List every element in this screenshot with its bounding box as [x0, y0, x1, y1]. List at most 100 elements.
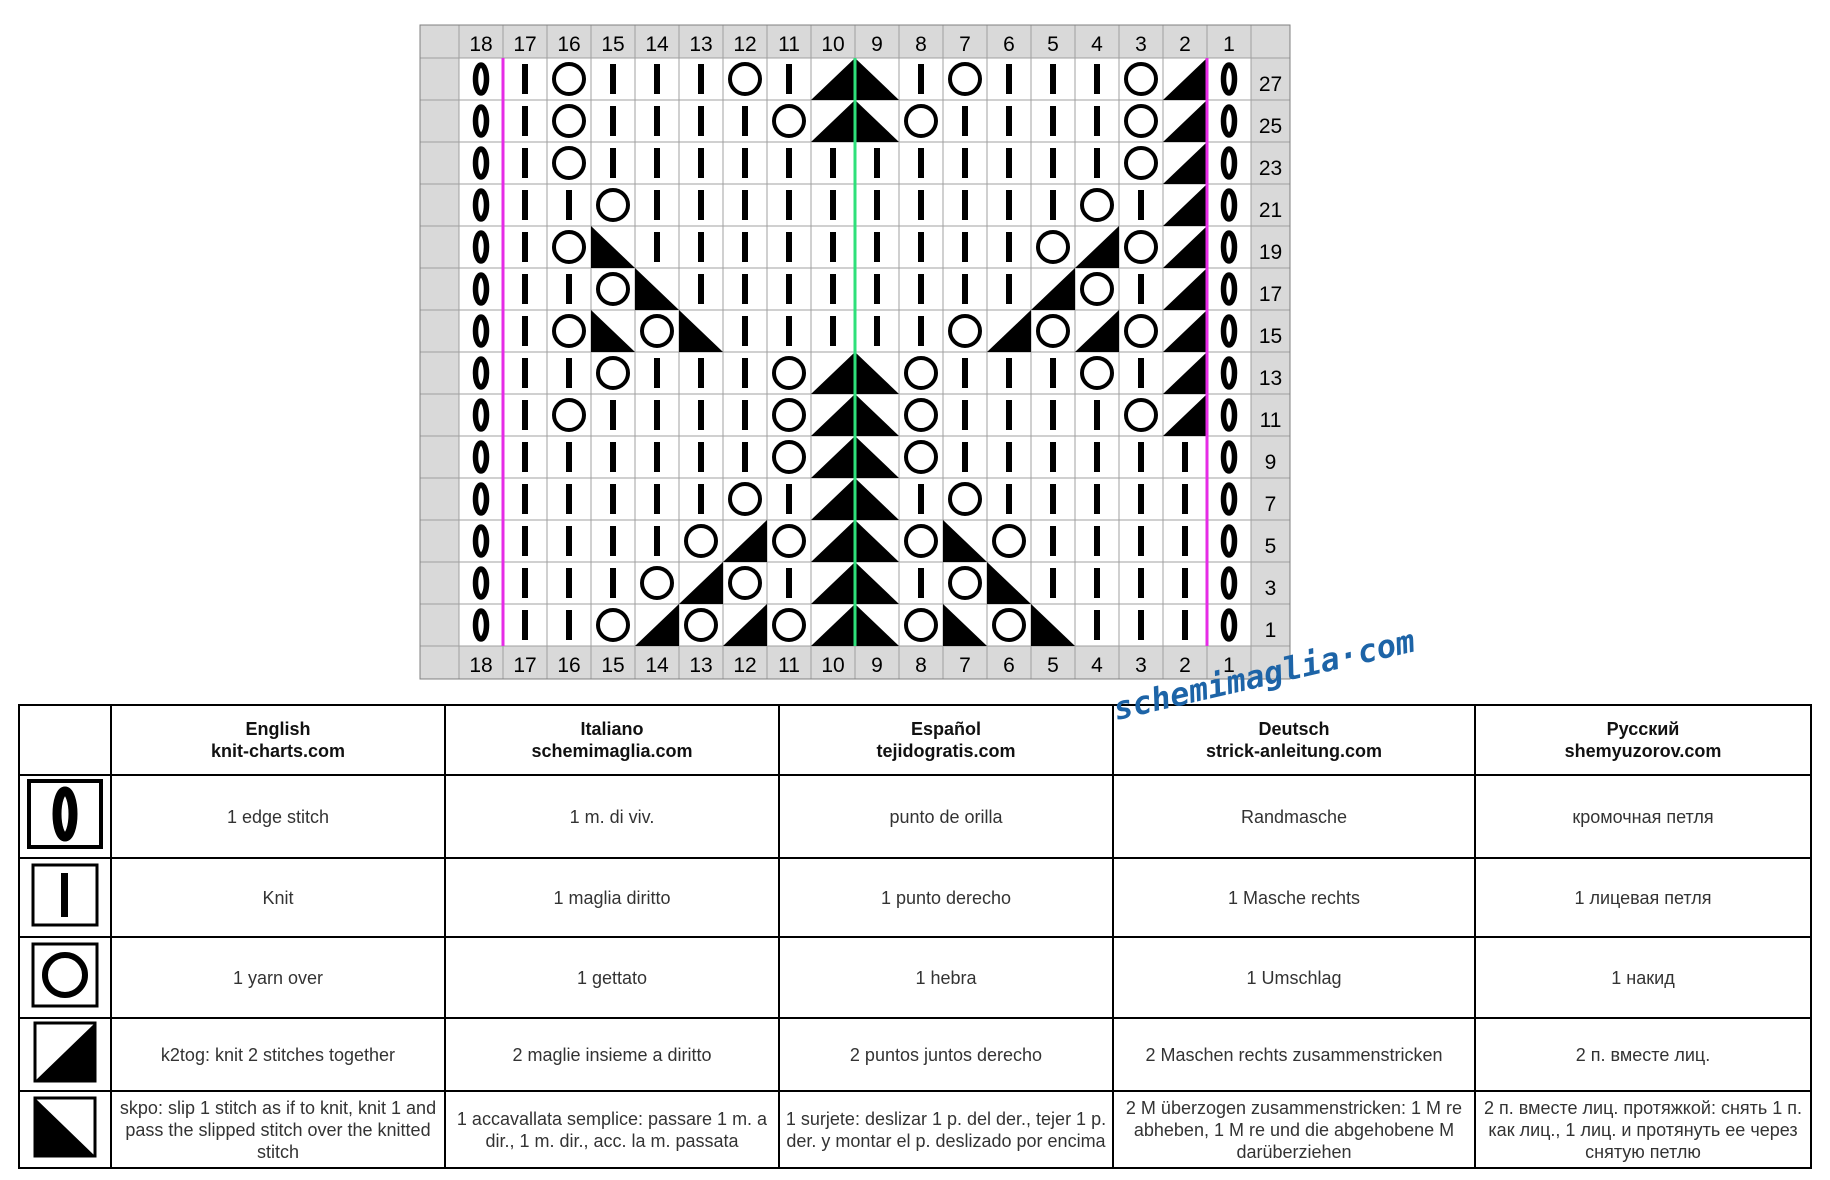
legend-symbol-header: [18, 704, 112, 776]
edge-stitch-mark: [1220, 356, 1238, 390]
knit-stitch-mark: [918, 274, 924, 304]
knit-stitch-mark: [1050, 148, 1056, 178]
column-number-bottom: 9: [871, 654, 883, 677]
yarn-over-mark: [1080, 356, 1114, 390]
knit-stitch-mark: [918, 190, 924, 220]
legend-cell: 1 yarn over: [110, 936, 446, 1019]
legend-row-knit: Knit 1 maglia diritto 1 punto derecho 1 …: [18, 857, 1812, 938]
yarn-over-mark: [596, 272, 630, 306]
k2tog-mark: [811, 394, 855, 436]
column-number-top: 10: [821, 33, 844, 56]
yarn-over-mark: [1124, 314, 1158, 348]
knit-stitch-mark: [786, 64, 792, 94]
yarn-over-mark: [1124, 62, 1158, 96]
knit-stitch-mark: [1094, 64, 1100, 94]
column-number-bottom: 15: [601, 654, 624, 677]
column-number-top: 17: [513, 33, 536, 56]
knit-icon: [31, 863, 99, 927]
skpo-mark: [635, 268, 679, 310]
column-number-bottom: 7: [959, 654, 971, 677]
yarn-over-mark: [596, 188, 630, 222]
row-number-label: 19: [1259, 241, 1282, 264]
k2tog-mark: [723, 520, 767, 562]
yarn-over-mark: [992, 608, 1026, 642]
knit-stitch-mark: [918, 316, 924, 346]
edge-stitch-mark: [472, 398, 490, 432]
yarn-over-mark: [640, 314, 674, 348]
knit-stitch-mark: [918, 64, 924, 94]
knit-stitch-mark: [610, 526, 616, 556]
knit-stitch-mark: [786, 190, 792, 220]
column-number-top: 4: [1091, 33, 1103, 56]
edge-stitch-mark: [1220, 524, 1238, 558]
knit-stitch-mark: [654, 526, 660, 556]
knit-stitch-mark: [1182, 484, 1188, 514]
row-number-label: 21: [1259, 199, 1282, 222]
legend-cell: k2tog: knit 2 stitches together: [110, 1017, 446, 1092]
edge-stitch-mark: [472, 314, 490, 348]
knit-stitch-mark: [918, 568, 924, 598]
skpo-icon: [33, 1096, 97, 1158]
legend-cell: 2 puntos juntos derecho: [778, 1017, 1114, 1092]
knit-stitch-mark: [566, 610, 572, 640]
k2tog-mark: [811, 604, 855, 646]
yarn-over-mark: [772, 524, 806, 558]
k2tog-mark: [1163, 226, 1207, 268]
column-number-top: 14: [645, 33, 669, 56]
yarn-over-mark: [904, 440, 938, 474]
legend-cell: punto de orilla: [778, 774, 1114, 859]
knit-stitch-mark: [698, 484, 704, 514]
column-number-bottom: 4: [1091, 654, 1103, 677]
yarn-over-mark: [728, 482, 762, 516]
skpo-mark: [855, 478, 899, 520]
knit-stitch-mark: [654, 400, 660, 430]
knit-stitch-mark: [786, 274, 792, 304]
column-number-top: 5: [1047, 33, 1059, 56]
knit-stitch-mark: [522, 232, 528, 262]
row-number-label: 27: [1259, 73, 1282, 96]
knit-stitch-mark: [962, 358, 968, 388]
skpo-mark: [591, 310, 635, 352]
column-number-bottom: 13: [689, 654, 712, 677]
knit-stitch-mark: [1006, 190, 1012, 220]
yarn-over-mark: [904, 524, 938, 558]
knit-stitch-mark: [1050, 484, 1056, 514]
knit-stitch-mark: [742, 358, 748, 388]
skpo-mark: [591, 226, 635, 268]
knit-stitch-mark: [1138, 484, 1144, 514]
legend-cell: 2 M überzogen zusammenstricken: 1 M re a…: [1112, 1090, 1476, 1169]
knit-stitch-mark: [522, 484, 528, 514]
skpo-mark: [855, 562, 899, 604]
yarn-over-mark: [948, 62, 982, 96]
skpo-mark: [855, 604, 899, 646]
column-number-bottom: 5: [1047, 654, 1059, 677]
yarn-over-mark: [948, 482, 982, 516]
knit-stitch-mark: [1006, 358, 1012, 388]
k2tog-mark: [679, 562, 723, 604]
yarn-over-mark: [552, 146, 586, 180]
column-number-bottom: 12: [733, 654, 756, 677]
edge-stitch-mark: [1220, 314, 1238, 348]
knit-stitch-mark: [522, 106, 528, 136]
legend-row-skpo: skpo: slip 1 stitch as if to knit, knit …: [18, 1090, 1812, 1169]
edge-stitch-mark: [472, 62, 490, 96]
k2tog-mark: [1075, 226, 1119, 268]
edge-stitch-mark: [472, 356, 490, 390]
knit-stitch-mark: [566, 568, 572, 598]
knit-stitch-mark: [610, 64, 616, 94]
knit-stitch-mark: [742, 400, 748, 430]
legend-cell: 1 maglia diritto: [444, 857, 780, 938]
knit-stitch-mark: [566, 274, 572, 304]
knit-stitch-mark: [742, 442, 748, 472]
column-number-bottom: 17: [513, 654, 536, 677]
knit-stitch-mark: [566, 190, 572, 220]
legend-cell: Knit: [110, 857, 446, 938]
knit-stitch-mark: [1138, 358, 1144, 388]
legend-cell: 2 п. вместе лиц.: [1474, 1017, 1812, 1092]
knit-stitch-mark: [522, 568, 528, 598]
knit-stitch-mark: [1182, 568, 1188, 598]
knit-stitch-mark: [1006, 400, 1012, 430]
knit-stitch-mark: [610, 106, 616, 136]
